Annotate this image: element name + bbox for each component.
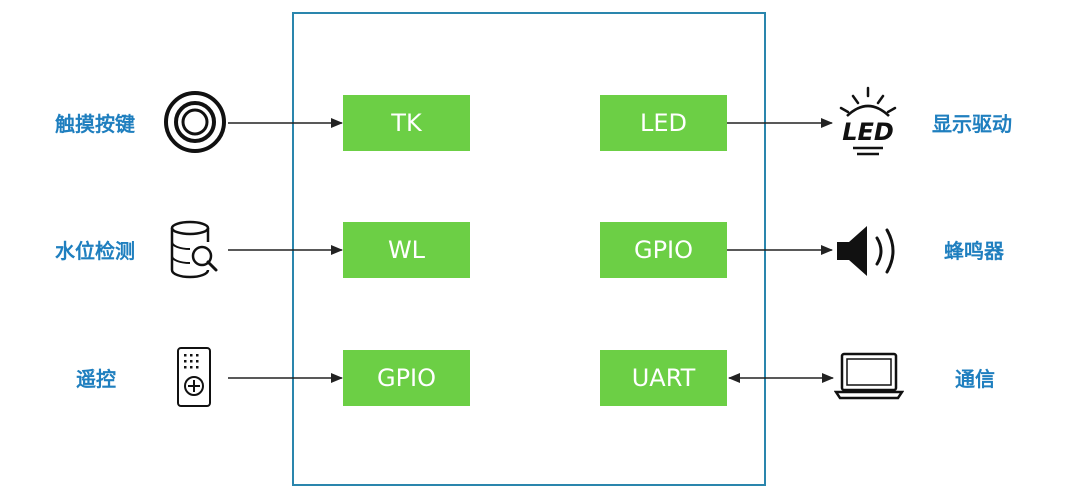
module-led: LED (600, 95, 727, 151)
controller-frame (292, 12, 766, 486)
label-display-driver: 显示驱动 (932, 112, 1012, 136)
label-buzzer: 蜂鸣器 (944, 239, 1004, 263)
label-touch-keys: 触摸按键 (55, 112, 135, 136)
module-tk: TK (343, 95, 470, 151)
remote-control-icon (177, 347, 211, 407)
module-gpio-output: GPIO (600, 222, 727, 278)
module-wl: WL (343, 222, 470, 278)
speaker-buzzer-icon (837, 226, 895, 276)
svg-text:LED: LED (842, 118, 894, 146)
touch-button-icon (164, 91, 226, 153)
led-display-icon: LED (839, 86, 897, 156)
label-communication: 通信 (955, 367, 995, 391)
module-gpio-input: GPIO (343, 350, 470, 406)
label-water-level: 水位检测 (55, 239, 135, 263)
module-uart: UART (600, 350, 727, 406)
laptop-icon (834, 352, 904, 400)
label-remote: 遥控 (76, 367, 116, 391)
water-level-search-icon (170, 220, 218, 279)
